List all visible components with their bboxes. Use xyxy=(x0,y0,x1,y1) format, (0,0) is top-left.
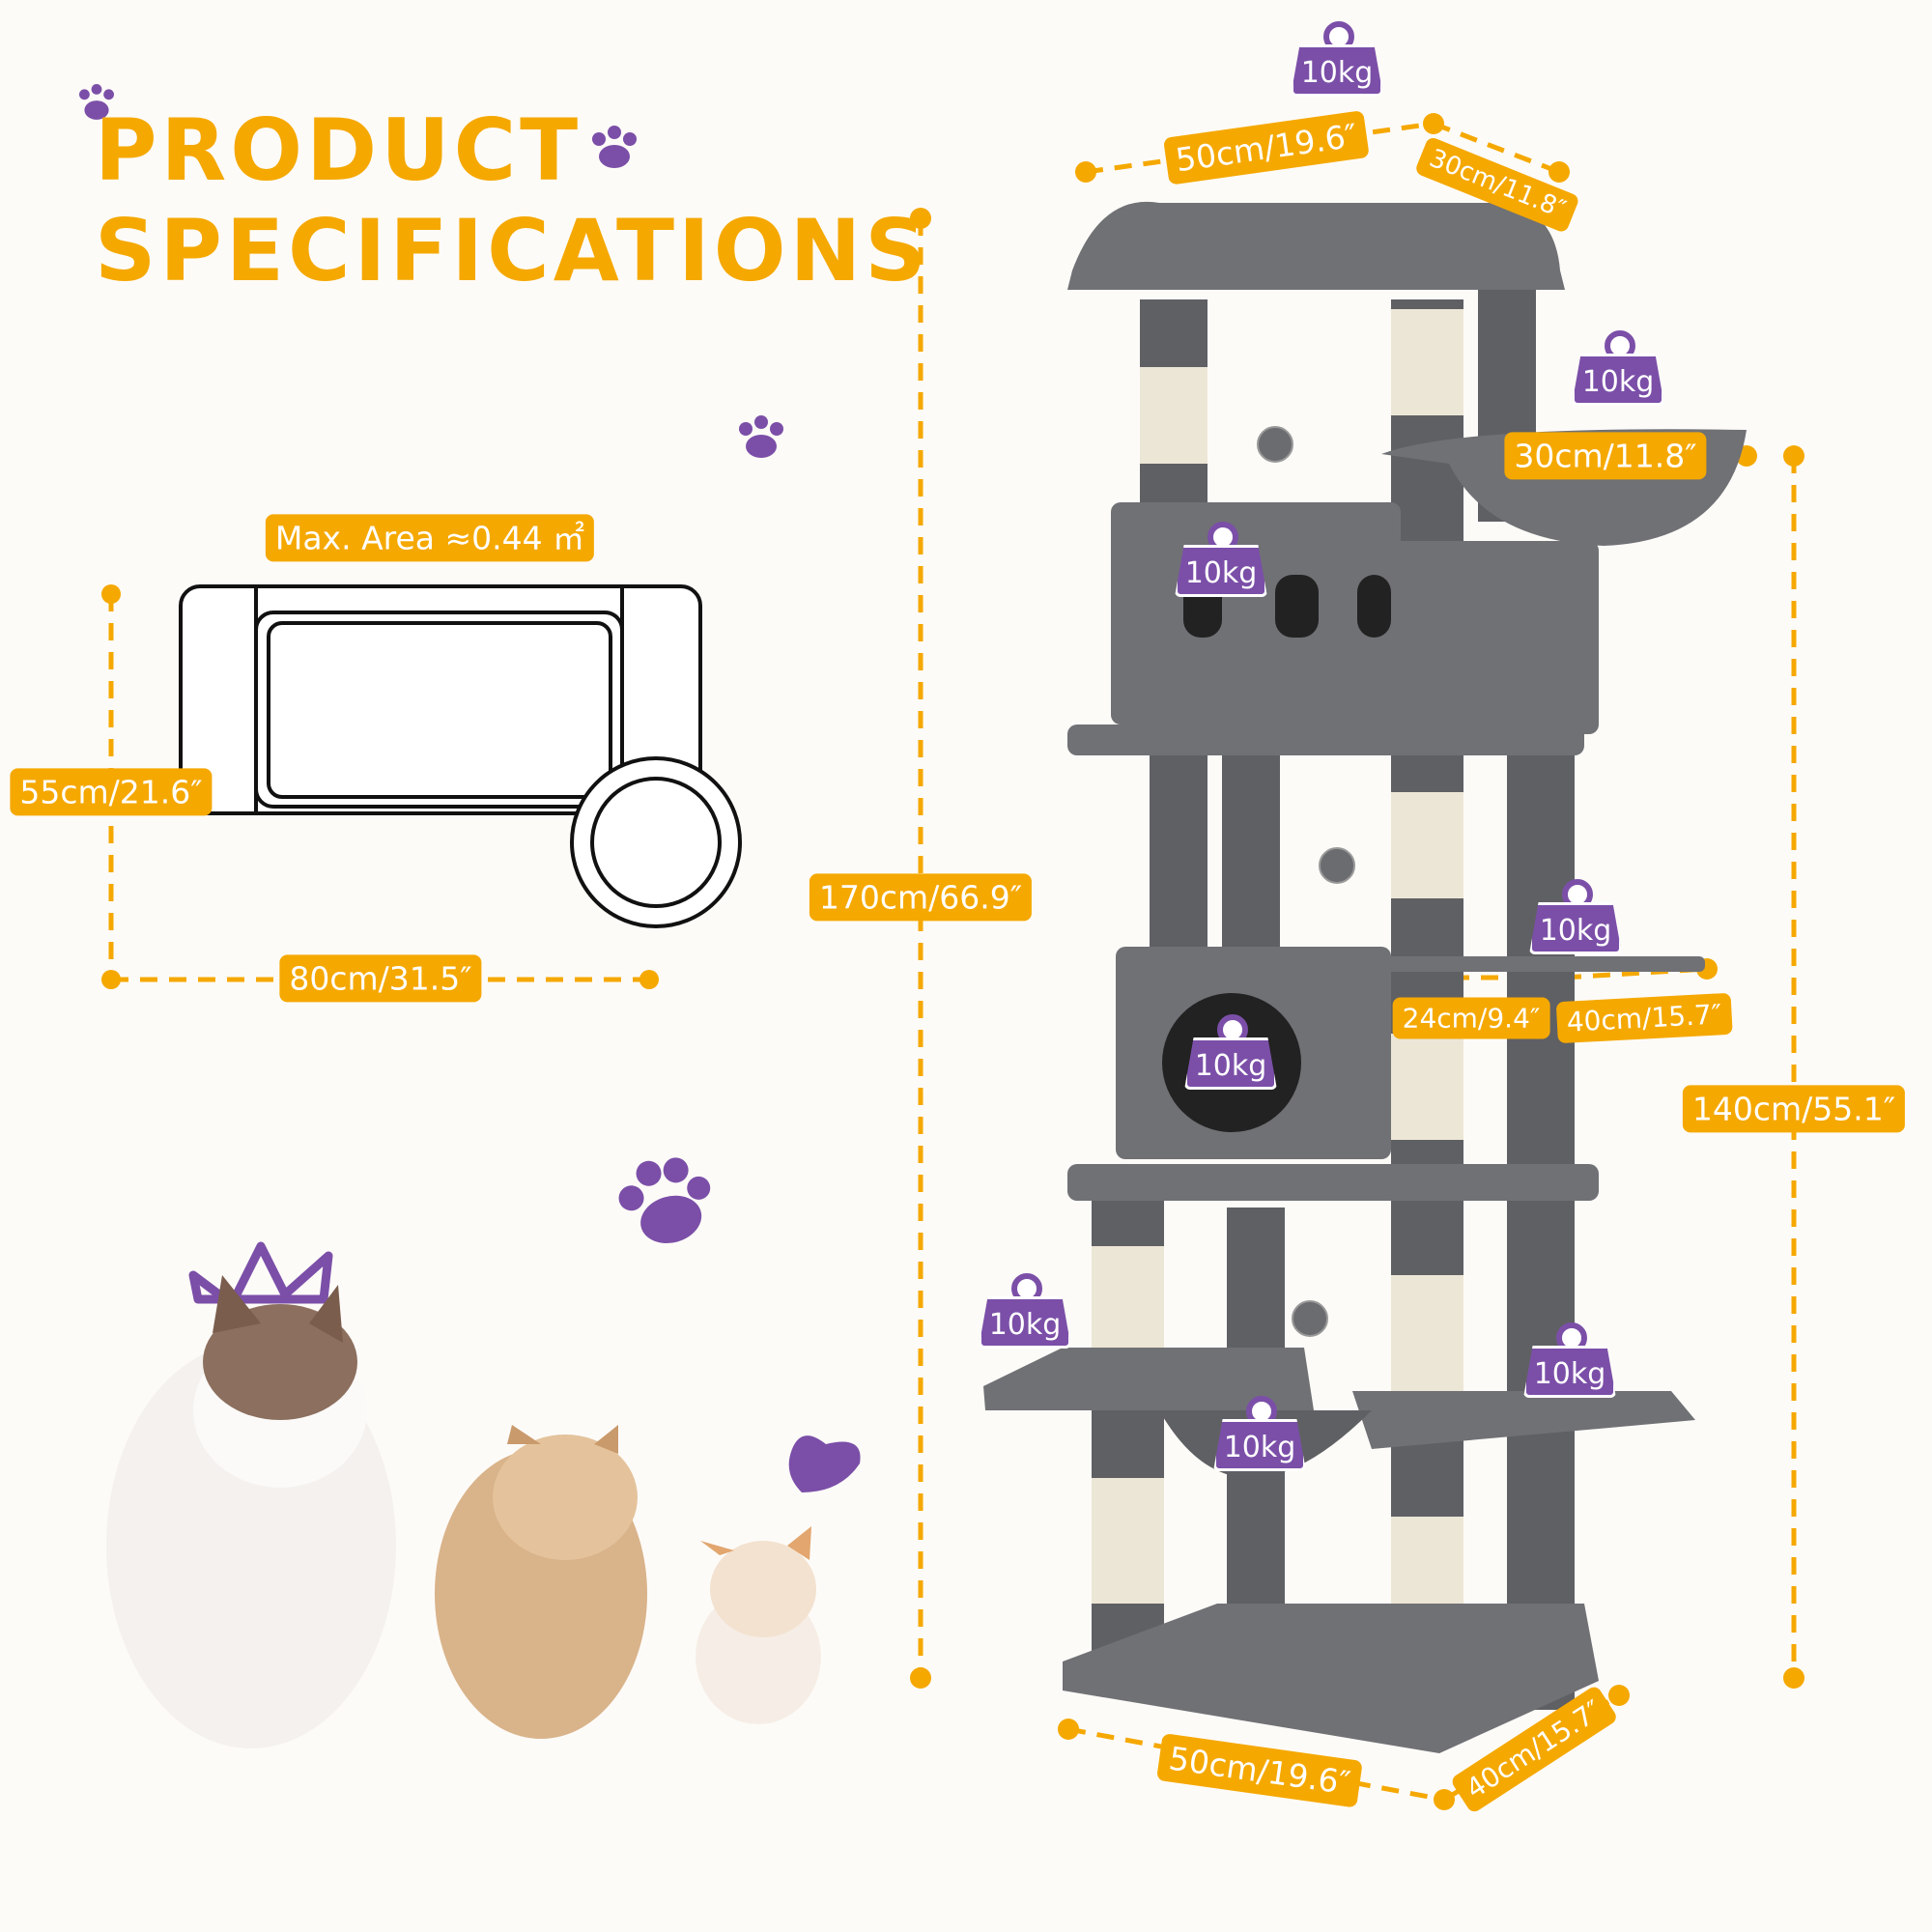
weight-icon: 10kg xyxy=(1529,879,1622,956)
weight-icon: 10kg xyxy=(979,1273,1071,1350)
weight-icon: 10kg xyxy=(1184,1014,1277,1092)
weight-icon: 10kg xyxy=(1572,330,1664,408)
footprint-depth-label: 55cm/21.6″ xyxy=(10,768,213,816)
hammock-height-label: 140cm/55.1″ xyxy=(1682,1085,1906,1133)
hammock-diameter-label: 30cm/11.8″ xyxy=(1504,432,1707,480)
load-capacity-upper-condo: 10kg xyxy=(1175,545,1267,597)
load-capacity-hammock: 10kg xyxy=(1572,354,1664,406)
cat-ragdoll xyxy=(106,1275,396,1748)
footprint-diagram xyxy=(179,584,742,928)
load-capacity-basket: 10kg xyxy=(1213,1419,1306,1471)
cat-kitten xyxy=(696,1526,821,1724)
title-line-2: SPECIFICATIONS xyxy=(95,201,930,300)
cat-orange xyxy=(435,1425,647,1739)
load-capacity-middle-platform: 10kg xyxy=(1529,902,1622,954)
weight-icon: 10kg xyxy=(1523,1322,1616,1400)
paw-icon xyxy=(739,415,783,458)
heart-icon xyxy=(788,1435,861,1492)
paw-icon xyxy=(618,1157,711,1244)
max-area-label: Max. Area ≈0.44 ㎡ xyxy=(265,514,595,562)
total-height-label: 170cm/66.9″ xyxy=(809,873,1033,922)
paw-icon xyxy=(592,126,637,168)
platform-depth-label: 24cm/9.4″ xyxy=(1392,997,1550,1039)
weight-icon: 10kg xyxy=(1175,522,1267,599)
load-capacity-left-platform: 10kg xyxy=(979,1296,1071,1349)
weight-icon: 10kg xyxy=(1213,1396,1306,1473)
footprint-width-label: 80cm/31.5″ xyxy=(279,954,482,1003)
load-capacity-top-perch: 10kg xyxy=(1291,44,1383,97)
paw-icon xyxy=(79,84,114,120)
load-capacity-lower-condo: 10kg xyxy=(1184,1037,1277,1090)
crown-icon xyxy=(188,1241,333,1309)
title-line-1: PRODUCT xyxy=(95,100,582,200)
weight-icon: 10kg xyxy=(1291,21,1383,99)
load-capacity-right-platform: 10kg xyxy=(1523,1346,1616,1398)
